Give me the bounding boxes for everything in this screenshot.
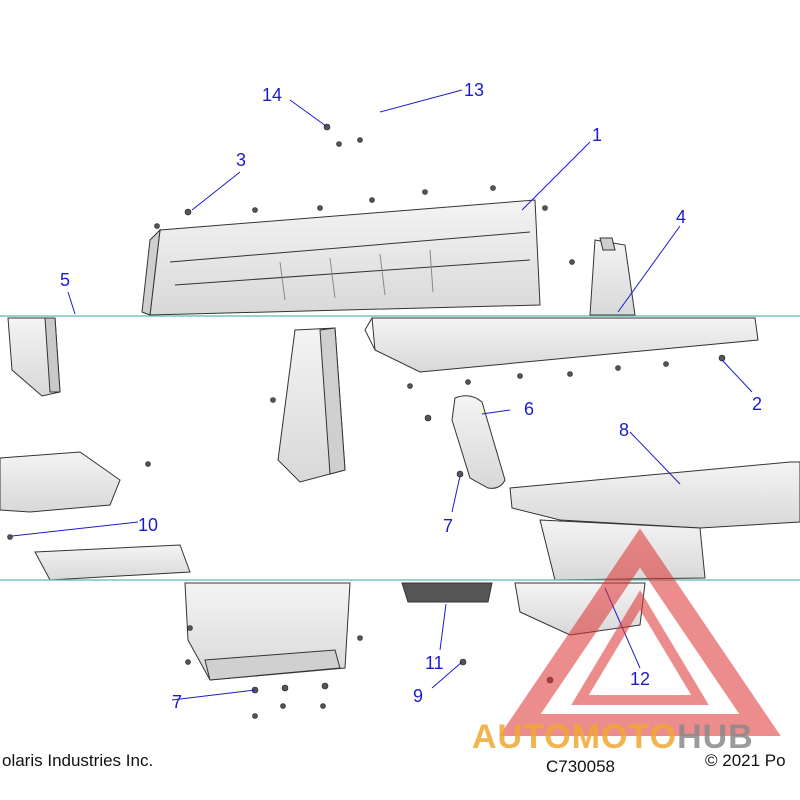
watermark-logo [499, 528, 781, 736]
part-11-tray [401, 582, 493, 603]
lower-bin [184, 582, 351, 681]
watermark-text: AUTOMOTOHUB [472, 718, 754, 757]
watermark-part2: HUB [677, 718, 754, 756]
callout-3: 3 [236, 150, 247, 170]
callout-7a: 7 [443, 516, 454, 536]
callout-2: 2 [752, 394, 763, 414]
callout-9: 9 [413, 686, 424, 706]
callout-7b: 7 [172, 692, 183, 712]
callout-12: 12 [630, 669, 651, 689]
copyright-right: © 2021 Po [705, 751, 786, 770]
part-1-rear-panel [141, 199, 541, 316]
callout-13: 13 [464, 80, 485, 100]
part-5-side-bracket [7, 317, 61, 397]
callout-5: 5 [60, 270, 71, 290]
callout-8: 8 [619, 420, 630, 440]
callout-14: 14 [262, 85, 283, 105]
drawing-number: C730058 [546, 757, 616, 776]
callout-10: 10 [138, 515, 159, 535]
callout-4: 4 [676, 207, 687, 227]
watermark-part1: AUTOMOTO [472, 718, 678, 756]
callout-6: 6 [524, 399, 535, 419]
part-4-side-panel [364, 237, 759, 373]
left-lower-panel [0, 451, 191, 581]
center-post [277, 327, 346, 483]
copyright-left: olaris Industries Inc. [2, 751, 154, 770]
callout-11: 11 [425, 653, 444, 673]
part-6-pad [451, 395, 506, 489]
callout-1: 1 [592, 125, 603, 145]
